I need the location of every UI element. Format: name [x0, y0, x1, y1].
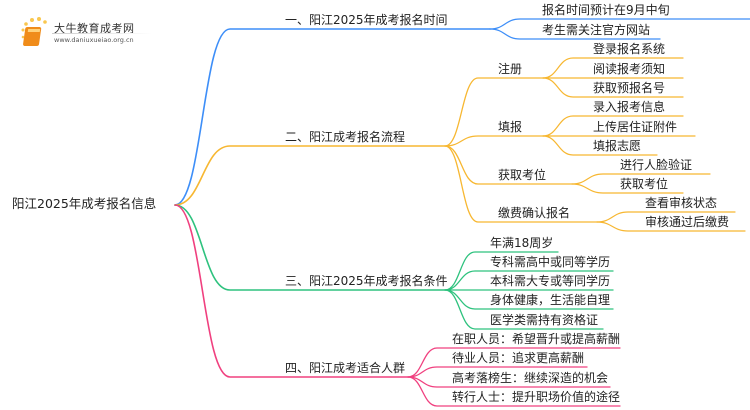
- leaf-node[interactable]: 录入报考信息: [593, 100, 666, 114]
- branch-node[interactable]: 三、阳江2025年成考报名条件: [285, 274, 448, 288]
- child-connector: [444, 77, 544, 147]
- leaf-node[interactable]: 上传居住证附件: [593, 120, 678, 134]
- child-node[interactable]: 转行人士：提升职场价值的途径: [452, 390, 621, 404]
- child-node[interactable]: 获取考位: [498, 168, 547, 182]
- leaf-connector: [571, 183, 684, 194]
- logo-divider: [52, 33, 152, 34]
- child-connector: [407, 366, 588, 378]
- child-node[interactable]: 注册: [498, 62, 523, 76]
- child-node[interactable]: 在职人员：希望晋升或提高薪酬: [452, 332, 621, 346]
- leaf-node[interactable]: 查看审核状态: [645, 196, 718, 210]
- branch-connector: [174, 204, 446, 291]
- child-connector: [444, 270, 614, 291]
- leaf-node[interactable]: 审核通过后缴费: [645, 215, 730, 229]
- child-connector: [444, 135, 544, 147]
- branch-connector: [174, 28, 491, 206]
- child-node[interactable]: 专科需高中或同等学历: [490, 255, 611, 269]
- logo-title: 大牛教育成考网: [54, 22, 135, 35]
- branch-node[interactable]: 四、阳江成考适合人群: [285, 361, 406, 375]
- child-node[interactable]: 待业人员：追求更高薪酬: [452, 351, 585, 365]
- logo: 大牛教育成考网 www.daniuxueiao.org.cn: [18, 16, 158, 50]
- child-connector: [444, 289, 604, 330]
- book-icon: [21, 17, 47, 46]
- child-node[interactable]: 年满18周岁: [490, 236, 554, 250]
- leaf-connector: [542, 135, 658, 156]
- leaf-node[interactable]: 获取考位: [620, 177, 669, 191]
- child-node[interactable]: 本科需大专或等同学历: [490, 274, 611, 288]
- branch-node[interactable]: 一、阳江2025年成考报名时间: [285, 13, 448, 27]
- child-node[interactable]: 缴费确认报名: [498, 206, 571, 220]
- leaf-node[interactable]: 填报志愿: [593, 139, 642, 153]
- leaf-connector: [542, 115, 684, 137]
- child-node[interactable]: 填报: [498, 120, 523, 134]
- child-connector: [489, 28, 661, 40]
- child-node[interactable]: 考生需关注官方网站: [542, 23, 651, 37]
- child-connector: [444, 145, 598, 223]
- branch-connector: [174, 145, 446, 206]
- child-node[interactable]: 高考落榜生：继续深造的机会: [452, 371, 609, 385]
- child-node[interactable]: 身体健康，生活能自理: [490, 293, 611, 307]
- child-connector: [407, 376, 621, 407]
- child-node[interactable]: 医学类需持有资格证: [490, 313, 599, 327]
- branch-connector: [174, 204, 409, 378]
- leaf-connector: [542, 77, 684, 98]
- leaf-connector: [542, 57, 684, 79]
- leaf-node[interactable]: 登录报名系统: [593, 42, 666, 56]
- logo-url: www.daniuxueiao.org.cn: [54, 36, 134, 44]
- child-connector: [444, 145, 573, 185]
- leaf-node[interactable]: 阅读报考须知: [593, 62, 666, 76]
- leaf-node[interactable]: 进行人脸验证: [620, 158, 693, 172]
- child-node[interactable]: 报名时间预计在9月中旬: [542, 3, 670, 17]
- leaf-node[interactable]: 获取预报名号: [593, 81, 666, 95]
- leaf-connector: [596, 211, 736, 223]
- branch-node[interactable]: 二、阳江成考报名流程: [285, 130, 406, 144]
- child-connector: [489, 18, 750, 30]
- leaf-connector: [596, 221, 746, 232]
- root-node[interactable]: 阳江2025年成考报名信息: [12, 196, 157, 211]
- leaf-connector: [571, 173, 711, 185]
